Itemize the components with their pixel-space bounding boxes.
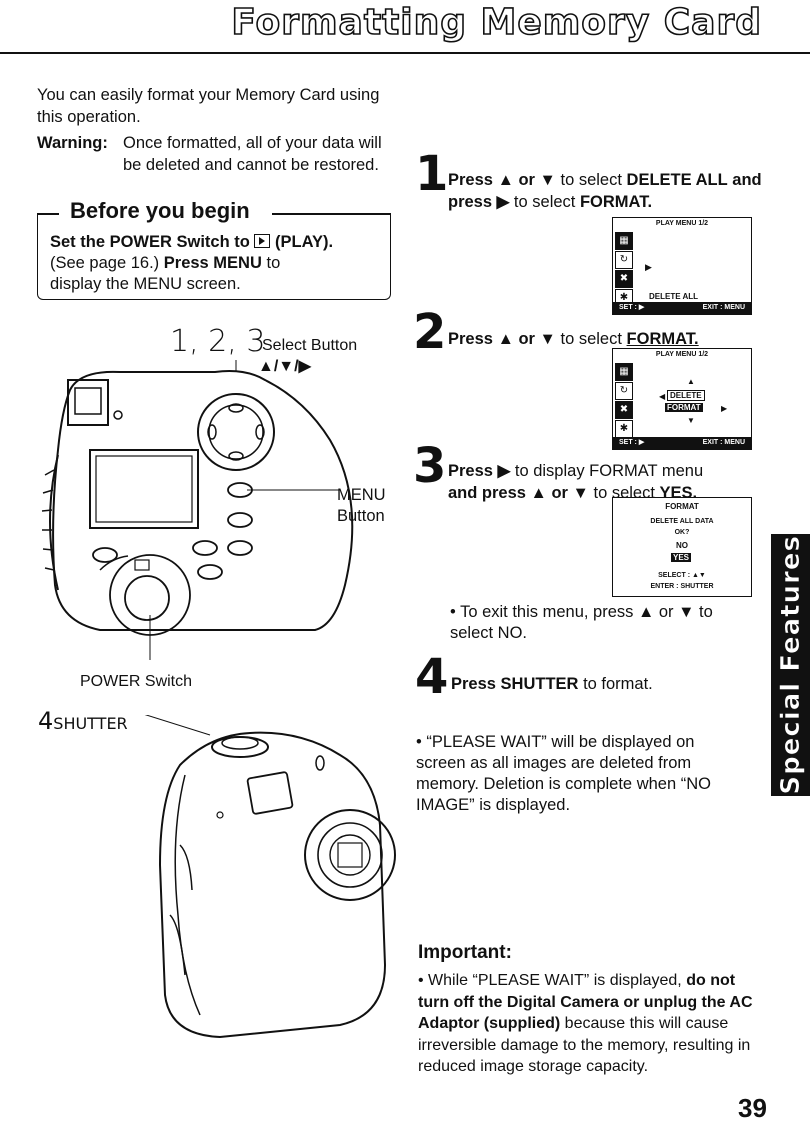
lcd1-pointer-icon: ▶ — [645, 262, 652, 272]
step-3-updown: ▲ or ▼ — [530, 484, 589, 502]
lcd2-set: SET : ▶ — [619, 439, 645, 446]
step-1-and-press: and press — [448, 171, 762, 211]
step-4-rest: to format. — [583, 675, 653, 693]
important-lead: • While “PLEASE WAIT” is displayed, — [418, 972, 682, 989]
page-title: Formatting Memory Card — [231, 1, 762, 44]
rotate-icon: ↻ — [615, 382, 633, 400]
brightness-icon: ✱ — [615, 420, 633, 438]
lcd3-line2: OK? — [674, 529, 690, 536]
warning-text: Once formatted, all of your data will be… — [123, 134, 382, 174]
step-3-and-press: and press — [448, 484, 526, 502]
step-3-number: 3 — [413, 438, 447, 494]
exit-note: • To exit this menu, press ▲ or ▼ to sel… — [450, 603, 713, 642]
shutter-step-number: 4 — [38, 707, 54, 735]
lcd3-title: FORMAT — [665, 502, 699, 511]
step-1-target: DELETE ALL — [626, 171, 728, 189]
step-4-text: Press SHUTTER to format. — [451, 673, 761, 695]
box-border-left — [37, 213, 59, 215]
lcd-play-menu-1: PLAY MENU 1/2 ▦ ↻ ✖ ✱ ▶ DELETE ALL SET :… — [612, 217, 752, 315]
lcd1-bar: SET : ▶ EXIT : MENU — [613, 302, 751, 314]
power-switch-label: POWER Switch — [80, 673, 193, 690]
camera-back-illustration — [41, 360, 354, 660]
section-tab-label: Special Features — [775, 535, 806, 795]
step-1-press: Press — [448, 171, 493, 189]
before-you-begin-title: Before you begin — [66, 198, 254, 224]
page-reference: (See page 16.) — [50, 254, 160, 272]
play-label: (PLAY). — [275, 233, 334, 251]
select-button-label: Select Button — [262, 337, 358, 354]
lcd3-yes-option: YES — [671, 553, 692, 562]
step-1-to-select: to select — [560, 171, 622, 189]
lcd3-no-option: NO — [676, 541, 688, 550]
step-3-line1: to display FORMAT menu — [514, 462, 704, 480]
important-text: • While “PLEASE WAIT” is displayed, do n… — [418, 970, 758, 1078]
lcd1-exit: EXIT : MENU — [702, 304, 745, 311]
step-2-target: FORMAT. — [626, 330, 699, 348]
camera-front-illustration — [144, 715, 396, 1039]
delete-icon: ✖ — [615, 270, 633, 288]
page-number: 39 — [738, 1093, 767, 1123]
protect-icon: ▦ — [615, 363, 633, 381]
lcd1-header: PLAY MENU 1/2 — [655, 220, 709, 227]
step-3-arrow: ▶ — [497, 462, 511, 480]
step-1-number: 1 — [415, 146, 449, 202]
step-2-to-select: to select — [560, 330, 622, 348]
lcd3-enter: ENTER : SHUTTER — [650, 583, 714, 590]
power-instruction: Set the POWER Switch to — [50, 233, 250, 251]
step-1-target2: FORMAT. — [579, 193, 653, 211]
step-1-text: Press ▲ or ▼ to select DELETE ALL and pr… — [448, 169, 768, 213]
lcd3-select: SELECT : ▲▼ — [658, 572, 706, 579]
step-2-number: 2 — [413, 304, 447, 360]
shutter-text: SHUTTER — [53, 714, 128, 733]
step-2-press: Press — [448, 330, 493, 348]
menu-instruction-to: to — [266, 254, 281, 272]
menu-instruction: Press MENU — [163, 254, 262, 272]
lcd2-item2: FORMAT — [665, 403, 703, 412]
lcd2-icon-column: ▦ ↻ ✖ ✱ — [615, 363, 633, 439]
step-4-bold: Press SHUTTER — [451, 675, 579, 693]
section-tab: Special Features — [771, 534, 810, 796]
lcd2-header: PLAY MENU 1/2 — [655, 351, 709, 358]
step-4-number: 4 — [415, 649, 449, 705]
please-wait-note: • “PLEASE WAIT” will be displayed on scr… — [416, 733, 711, 814]
rotate-icon: ↻ — [615, 251, 633, 269]
delete-icon: ✖ — [615, 401, 633, 419]
step-3-text: Press ▶ to display FORMAT menu and press… — [448, 460, 768, 504]
lcd1-item: DELETE ALL — [649, 292, 699, 301]
lcd1-set: SET : ▶ — [619, 304, 645, 311]
step-1-arrow: ▶ — [496, 193, 510, 211]
lcd1-icon-column: ▦ ↻ ✖ ✱ — [615, 232, 633, 308]
shutter-label: 4SHUTTER — [38, 707, 128, 735]
step-2-updown: ▲ or ▼ — [497, 330, 556, 348]
before-you-begin-box — [37, 213, 391, 300]
lcd2-exit: EXIT : MENU — [702, 439, 745, 446]
box-border-right — [272, 213, 391, 215]
warning-label: Warning: — [37, 134, 108, 152]
lcd3-line1: DELETE ALL DATA — [650, 518, 714, 525]
step-2-text: Press ▲ or ▼ to select FORMAT. — [448, 328, 758, 350]
intro-text: You can easily format your Memory Card u… — [37, 86, 380, 126]
header-divider — [0, 52, 810, 54]
step-numbers-label: 1, 2, 3 — [170, 324, 266, 359]
lcd2-item1: DELETE — [667, 390, 705, 401]
step-1-rest: to select — [513, 193, 576, 211]
important-rest: because this will cause irreversible dam… — [418, 1015, 751, 1075]
lcd-play-menu-2: PLAY MENU 1/2 ▦ ↻ ✖ ✱ ▲ ◀ DELETE FORMAT … — [612, 348, 752, 450]
protect-icon: ▦ — [615, 232, 633, 250]
important-title: Important: — [418, 942, 512, 963]
menu-button-label: MENU Button — [337, 486, 386, 525]
step-3-press: Press — [448, 462, 493, 480]
play-icon — [254, 234, 271, 248]
lcd2-down-icon: ▼ — [687, 416, 695, 425]
lcd-format-menu: FORMAT DELETE ALL DATA OK? NO YES SELECT… — [612, 497, 752, 597]
lcd2-left-icon: ◀ — [659, 392, 666, 401]
before-you-begin-text: Set the POWER Switch to (PLAY). (See pag… — [50, 232, 380, 295]
important-bold: do not turn off the Digital Camera or un… — [418, 972, 753, 1032]
lcd2-bar: SET : ▶ EXIT : MENU — [613, 437, 751, 449]
step-1-updown: ▲ or ▼ — [497, 171, 556, 189]
lcd2-up-icon: ▲ — [687, 377, 695, 386]
lcd2-right-icon: ▶ — [721, 404, 728, 413]
select-arrows-label: ▲/▼/▶ — [258, 358, 311, 375]
menu-screen-text: display the MENU screen. — [50, 275, 241, 293]
